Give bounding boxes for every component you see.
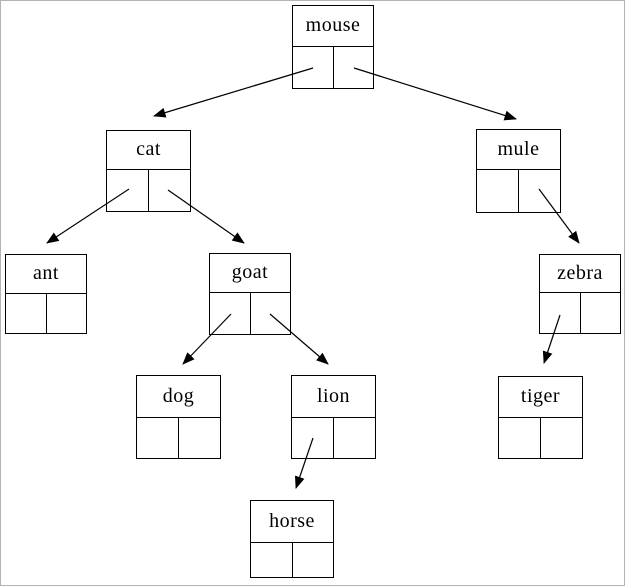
node-zebra-right-pointer-cell bbox=[581, 293, 621, 334]
node-zebra-label: zebra bbox=[540, 255, 620, 293]
node-lion-right-pointer-cell bbox=[334, 418, 375, 459]
node-cat-left-pointer-cell bbox=[107, 169, 149, 211]
node-dog-left-pointer-cell bbox=[137, 417, 179, 458]
tree-node-goat: goat bbox=[209, 253, 291, 335]
edge-mouse-left-to-cat bbox=[153, 67, 314, 118]
tree-node-tiger: tiger bbox=[498, 376, 583, 459]
tree-node-dog: dog bbox=[136, 375, 221, 459]
tree-node-mule: mule bbox=[476, 129, 561, 213]
tree-node-ant: ant bbox=[5, 254, 87, 334]
node-ant-label: ant bbox=[6, 255, 86, 294]
node-ant-left-pointer-cell bbox=[6, 293, 47, 333]
node-tiger-pointer-cells bbox=[499, 417, 582, 459]
node-lion-label: lion bbox=[292, 376, 375, 418]
node-zebra-pointer-cells bbox=[540, 292, 621, 334]
node-mule-right-pointer-cell bbox=[519, 170, 560, 213]
node-dog-label: dog bbox=[137, 376, 220, 418]
node-cat-label: cat bbox=[107, 131, 190, 170]
node-mule-left-pointer-cell bbox=[477, 169, 519, 212]
node-goat-left-pointer-cell bbox=[210, 292, 251, 334]
node-dog-pointer-cells bbox=[137, 417, 220, 459]
node-lion-pointer-cells bbox=[292, 417, 375, 459]
tree-node-cat: cat bbox=[106, 130, 191, 212]
tree-node-mouse: mouse bbox=[292, 5, 374, 89]
node-mouse-right-pointer-cell bbox=[334, 47, 374, 89]
edge-mouse-right-to-mule bbox=[353, 67, 517, 121]
node-mule-pointer-cells bbox=[477, 169, 560, 213]
node-horse-label: horse bbox=[251, 501, 333, 543]
tree-node-zebra: zebra bbox=[539, 254, 621, 334]
node-ant-pointer-cells bbox=[6, 293, 87, 334]
node-mouse-left-pointer-cell bbox=[293, 46, 334, 88]
node-goat-pointer-cells bbox=[210, 292, 291, 335]
node-horse-pointer-cells bbox=[251, 542, 334, 578]
node-goat-right-pointer-cell bbox=[251, 293, 291, 335]
node-mouse-pointer-cells bbox=[293, 46, 374, 89]
node-ant-right-pointer-cell bbox=[47, 294, 87, 334]
node-horse-left-pointer-cell bbox=[251, 542, 293, 577]
node-horse-right-pointer-cell bbox=[293, 543, 334, 578]
node-dog-right-pointer-cell bbox=[179, 418, 220, 459]
node-goat-label: goat bbox=[210, 254, 290, 293]
tree-node-horse: horse bbox=[250, 500, 334, 578]
node-cat-right-pointer-cell bbox=[149, 170, 190, 212]
node-tiger-right-pointer-cell bbox=[541, 418, 582, 459]
tree-node-lion: lion bbox=[291, 375, 376, 459]
node-tiger-label: tiger bbox=[499, 377, 582, 418]
node-zebra-left-pointer-cell bbox=[540, 292, 581, 333]
node-mouse-label: mouse bbox=[293, 6, 373, 47]
node-tiger-left-pointer-cell bbox=[499, 417, 541, 458]
node-lion-left-pointer-cell bbox=[292, 417, 334, 458]
node-mule-label: mule bbox=[477, 130, 560, 170]
node-cat-pointer-cells bbox=[107, 169, 190, 212]
